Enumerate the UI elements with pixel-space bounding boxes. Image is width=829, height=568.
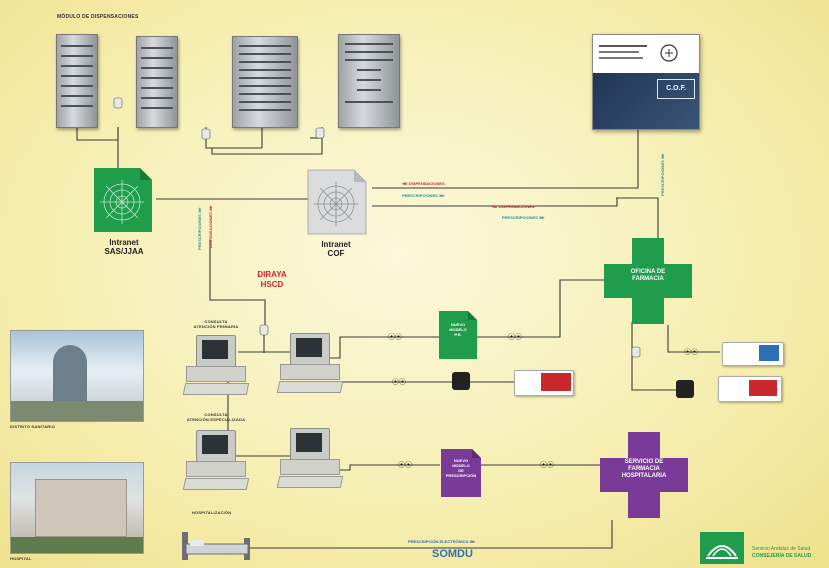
link-symbol-4: ⦿⦿ — [398, 462, 412, 469]
card-reader-1-icon — [452, 372, 470, 390]
flow-prescripciones-2: PRESCRIPCIONES ⋙ — [502, 215, 545, 220]
link-symbol-6: ⦿⦿ — [684, 349, 698, 356]
somdu-label: SOMDU — [432, 548, 473, 560]
link-symbol-3: ⦿⦿ — [392, 379, 406, 386]
health-card-1 — [514, 370, 574, 396]
pc-primaria-2 — [276, 333, 344, 393]
cof-logo-icon — [660, 44, 678, 62]
intranet-sas-icon — [94, 168, 152, 232]
intranet-cof-icon — [307, 169, 367, 235]
link-symbol-2: ⦿⦿ — [508, 334, 522, 341]
pc-especializada-2 — [276, 428, 344, 488]
flow-dispensaciones-vertical: DISPENSACIONES ⋙ — [208, 205, 213, 248]
pc-primaria-1 — [182, 335, 250, 395]
cof-photo — [593, 73, 699, 129]
hospital-photo — [10, 462, 144, 554]
flow-dispensaciones-2: ⋘ DISPENSACIONES — [492, 204, 535, 209]
flow-dispensaciones-1: ⋘ DISPENSACIONES — [402, 181, 445, 186]
nuevo-modelo-doc-icon — [439, 311, 477, 359]
flow-prescripciones-vertical-2: PRESCRIPCIONES ⋙ — [660, 153, 665, 196]
server-3 — [232, 36, 298, 128]
module-title: MÓDULO DE DISPENSACIONES — [57, 14, 139, 20]
flow-prescripciones-vertical-1: PRESCRIPCIONES ⋙ — [197, 207, 202, 250]
junta-logo — [700, 532, 744, 564]
flow-prescripcion-electronica: PRESCRIPCIÓN ELECTRÓNICA ⋙ — [408, 539, 476, 544]
health-card-2 — [722, 342, 784, 366]
card-reader-2-icon — [676, 380, 694, 398]
pc-especializada-1 — [182, 430, 250, 490]
cof-panel-label: C.O.F. — [657, 79, 695, 99]
health-card-3 — [718, 376, 782, 402]
junta-logo-icon — [706, 545, 738, 559]
flow-prescripciones-1: PRESCRIPCIONES ⋙ — [402, 193, 445, 198]
hospitalizacion-label: HOSPITALIZACIÓN — [192, 510, 232, 515]
hospital-label: HOSPITAL — [10, 556, 32, 561]
server-2 — [136, 36, 178, 128]
hospital-bed-icon — [182, 532, 250, 560]
distrito-sanitario-photo — [10, 330, 144, 422]
server-4 — [338, 34, 400, 128]
link-symbol-5: ⦿⦿ — [540, 462, 554, 469]
distrito-sanitario-label: DISTRITO SANITARIO — [10, 424, 56, 429]
server-1 — [56, 34, 98, 128]
cof-panel: C.O.F. — [592, 34, 700, 130]
link-symbol-1: ⦿⦿ — [388, 334, 402, 341]
nuevo-modelo-hosp-doc-icon — [441, 449, 481, 497]
